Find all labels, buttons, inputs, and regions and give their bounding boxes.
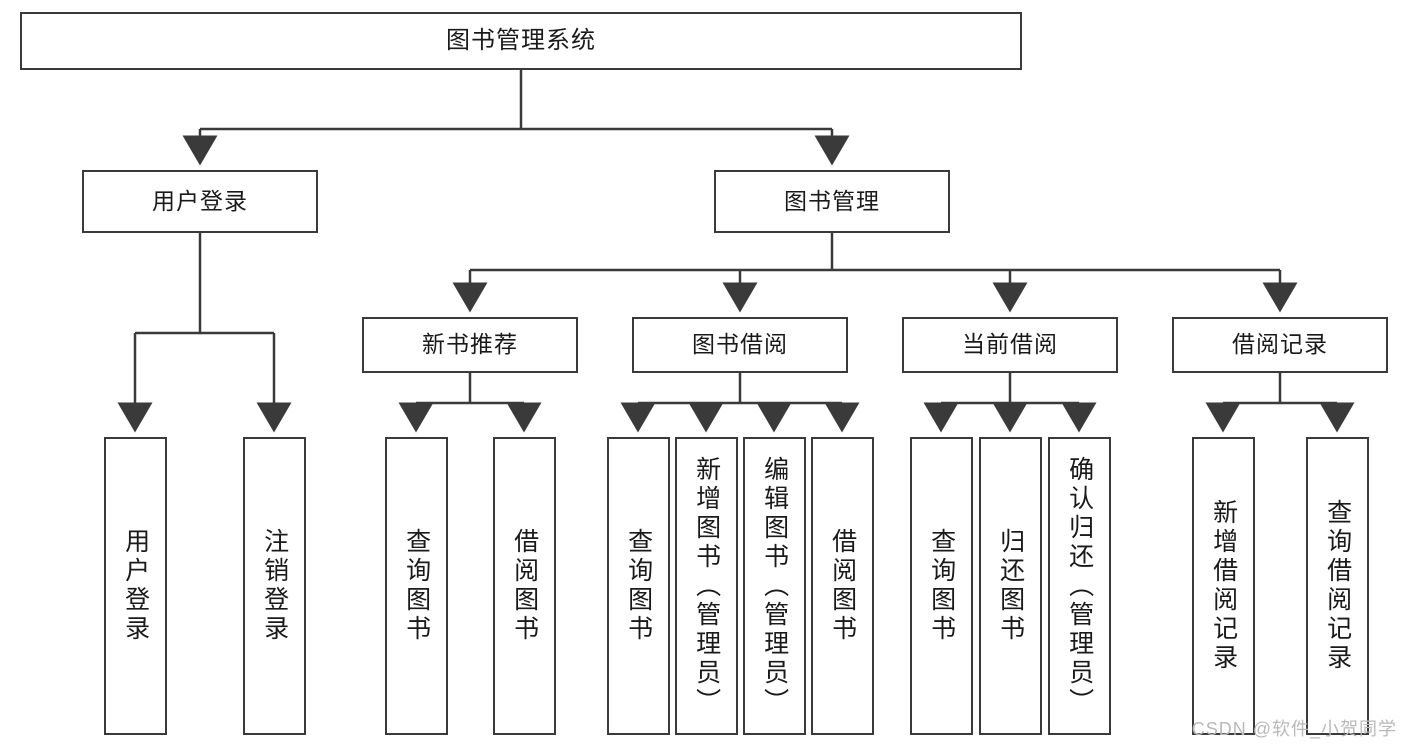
node-root-system-label: 图书管理系统 (446, 26, 596, 54)
leaf-query-book-1-label: 查询图书 (402, 528, 431, 644)
leaf-query-book-2-label: 查询图书 (624, 528, 653, 644)
node-book-borrow-label: 图书借阅 (692, 331, 788, 358)
leaf-return-book[interactable]: 归还图书 (979, 437, 1042, 735)
node-new-book-recommend-label: 新书推荐 (422, 331, 518, 358)
leaf-query-record[interactable]: 查询借阅记录 (1306, 437, 1369, 735)
leaf-confirm-return-label: 确认归还（管理员） (1065, 455, 1094, 717)
leaf-add-record[interactable]: 新增借阅记录 (1192, 437, 1255, 735)
node-current-borrow[interactable]: 当前借阅 (902, 317, 1118, 373)
leaf-query-book-2[interactable]: 查询图书 (607, 437, 670, 735)
leaf-user-login-label: 用户登录 (121, 528, 150, 644)
node-borrow-record[interactable]: 借阅记录 (1172, 317, 1388, 373)
leaf-borrow-book-1[interactable]: 借阅图书 (493, 437, 556, 735)
leaf-add-record-label: 新增借阅记录 (1209, 499, 1238, 673)
node-new-book-recommend[interactable]: 新书推荐 (362, 317, 578, 373)
leaf-edit-book-label: 编辑图书（管理员） (760, 455, 789, 717)
node-book-borrow[interactable]: 图书借阅 (632, 317, 848, 373)
node-borrow-record-label: 借阅记录 (1232, 331, 1328, 358)
leaf-borrow-book-1-label: 借阅图书 (510, 528, 539, 644)
leaf-edit-book[interactable]: 编辑图书（管理员） (743, 437, 806, 735)
node-book-manage[interactable]: 图书管理 (714, 170, 950, 233)
leaf-logout[interactable]: 注销登录 (243, 437, 306, 735)
leaf-query-book-1[interactable]: 查询图书 (385, 437, 448, 735)
leaf-logout-label: 注销登录 (260, 528, 289, 644)
leaf-query-record-label: 查询借阅记录 (1323, 499, 1352, 673)
leaf-user-login[interactable]: 用户登录 (104, 437, 167, 735)
node-root-system[interactable]: 图书管理系统 (20, 12, 1022, 70)
node-user-login-label: 用户登录 (152, 187, 248, 214)
leaf-query-book-3[interactable]: 查询图书 (910, 437, 973, 735)
leaf-borrow-book-2-label: 借阅图书 (828, 528, 857, 644)
leaf-borrow-book-2[interactable]: 借阅图书 (811, 437, 874, 735)
node-current-borrow-label: 当前借阅 (962, 331, 1058, 358)
leaf-add-book[interactable]: 新增图书（管理员） (675, 437, 738, 735)
leaf-query-book-3-label: 查询图书 (927, 528, 956, 644)
leaf-return-book-label: 归还图书 (996, 528, 1025, 644)
csdn-watermark: CSDN @软件_小贺同学 (1191, 719, 1397, 739)
node-book-manage-label: 图书管理 (784, 187, 880, 214)
node-user-login[interactable]: 用户登录 (82, 170, 318, 233)
leaf-add-book-label: 新增图书（管理员） (692, 455, 721, 717)
leaf-confirm-return[interactable]: 确认归还（管理员） (1048, 437, 1111, 735)
